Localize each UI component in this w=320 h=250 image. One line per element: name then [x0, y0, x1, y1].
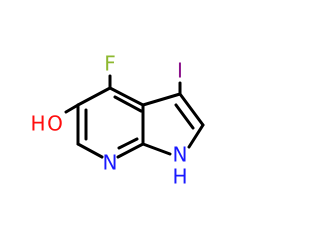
- bond-c4a-c3: [141, 92, 182, 107]
- bond-c5-o: [64, 103, 80, 114]
- atom-pyridine-n: N: [103, 151, 118, 175]
- bond-c2-n1: [187, 123, 205, 149]
- molecule-structure: F I H O N N H: [30, 52, 205, 189]
- bond-c6-n7: [76, 142, 104, 159]
- atom-hydroxyl-h: H: [30, 112, 45, 136]
- atom-f: F: [104, 52, 116, 76]
- bond-c3-c2-double: [174, 103, 195, 130]
- bond-n7-c7a: [116, 142, 145, 159]
- atom-pyrrole-h: H: [172, 165, 187, 189]
- bond-c4-c4a-double: [113, 95, 143, 113]
- bond-c4-c5: [76, 86, 112, 107]
- atom-i: I: [177, 59, 183, 83]
- atom-pyrrole-n: N: [173, 143, 188, 167]
- bond-c4-c4a: [108, 86, 145, 107]
- bond-n1-c7a: [141, 142, 172, 156]
- atom-labels: F I H O N N H: [30, 52, 187, 189]
- bond-c3-c2: [178, 92, 205, 127]
- bonds: [64, 74, 205, 159]
- bond-n7-c7a-double: [117, 137, 139, 150]
- atom-hydroxyl-o: O: [47, 112, 63, 136]
